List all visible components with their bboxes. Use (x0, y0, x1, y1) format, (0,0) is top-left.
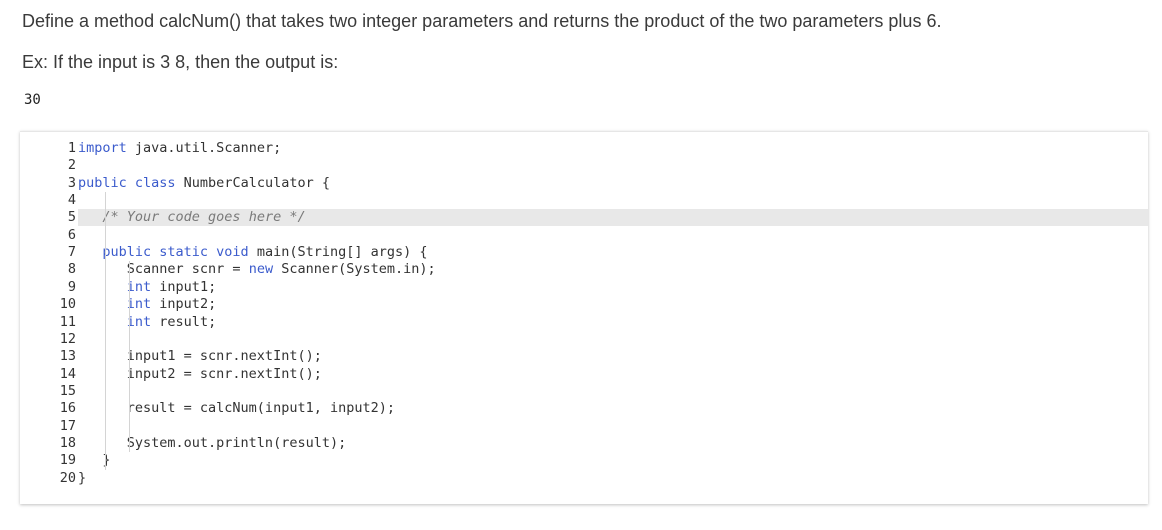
code-keyword: public class (78, 174, 176, 191)
code-keyword: int (126, 296, 152, 313)
example-output: 30 (24, 92, 41, 108)
code-text: main(String[] args) { (248, 244, 428, 261)
code-line[interactable]: int input2; (78, 296, 1148, 313)
line-number: 1 (67, 140, 76, 156)
line-number: 3 (67, 174, 76, 191)
code-line[interactable] (78, 157, 1148, 174)
code-text (78, 209, 102, 225)
code-text: input1; (151, 278, 217, 295)
line-number: 20 (59, 469, 76, 486)
line-number: 8 (67, 261, 76, 278)
code-line[interactable] (78, 383, 1148, 400)
code-keyword: new (248, 261, 274, 278)
code-text (78, 296, 127, 312)
code-line[interactable]: public class NumberCalculator { (78, 175, 1148, 192)
indent-guide (105, 192, 106, 470)
code-text: } (78, 452, 111, 469)
code-text (78, 279, 127, 295)
code-line[interactable]: result = calcNum(input1, input2); (78, 400, 1148, 417)
line-number: 6 (67, 226, 76, 243)
code-line[interactable]: int input1; (78, 279, 1148, 296)
code-keyword: int (126, 313, 152, 330)
indent-guide (128, 261, 130, 453)
line-number: 16 (59, 400, 76, 417)
code-text: java.util.Scanner; (126, 140, 282, 156)
code-line[interactable]: /* Your code goes here */ (78, 209, 1148, 227)
code-line[interactable]: System.out.println(result); (78, 435, 1148, 452)
code-text (78, 314, 127, 330)
code-line[interactable]: } (78, 452, 1148, 469)
example-description: Ex: If the input is 3 8, then the output… (22, 52, 339, 72)
code-text: Scanner(System.in); (273, 261, 436, 278)
line-number: 9 (67, 278, 76, 295)
line-number: 5 (67, 209, 76, 226)
code-text: System.out.println(result); (78, 434, 347, 451)
code-keyword: int (126, 278, 152, 295)
code-text: result = calcNum(input1, input2); (78, 400, 395, 417)
code-line[interactable] (78, 418, 1148, 435)
line-number: 10 (59, 296, 76, 313)
code-text: Scanner scnr = (78, 261, 249, 278)
code-line[interactable] (78, 227, 1148, 244)
code-comment: /* Your code goes here */ (102, 209, 306, 226)
code-text: result; (151, 313, 217, 330)
line-number: 12 (59, 330, 76, 347)
code-line[interactable]: int result; (78, 314, 1148, 331)
line-number: 4 (67, 192, 76, 209)
code-line[interactable] (78, 331, 1148, 348)
code-line[interactable]: } (78, 470, 1148, 487)
code-text: NumberCalculator { (175, 174, 330, 191)
code-line[interactable] (78, 192, 1148, 209)
code-line[interactable]: import java.util.Scanner; (78, 140, 1148, 157)
code-text (78, 244, 102, 260)
problem-statement: Define a method calcNum() that takes two… (22, 11, 942, 31)
code-text: input1 = scnr.nextInt(); (78, 348, 322, 365)
line-number: 19 (59, 452, 76, 469)
line-number: 13 (59, 348, 76, 365)
code-line[interactable]: Scanner scnr = new Scanner(System.in); (78, 261, 1148, 278)
code-text: input2; (151, 296, 217, 313)
code-line[interactable]: input1 = scnr.nextInt(); (78, 348, 1148, 365)
line-number: 14 (59, 365, 76, 382)
line-number: 17 (59, 417, 76, 434)
code-text: } (78, 469, 87, 486)
line-number: 2 (67, 157, 76, 174)
line-number: 18 (59, 434, 76, 451)
code-line[interactable]: input2 = scnr.nextInt(); (78, 366, 1148, 383)
line-number: 11 (59, 313, 76, 330)
code-line[interactable]: public static void main(String[] args) { (78, 244, 1148, 261)
code-text: input2 = scnr.nextInt(); (78, 365, 322, 382)
line-number: 7 (67, 244, 76, 261)
code-keyword: import (78, 140, 127, 156)
code-keyword: public static void (102, 244, 249, 261)
line-number: 15 (59, 382, 76, 399)
